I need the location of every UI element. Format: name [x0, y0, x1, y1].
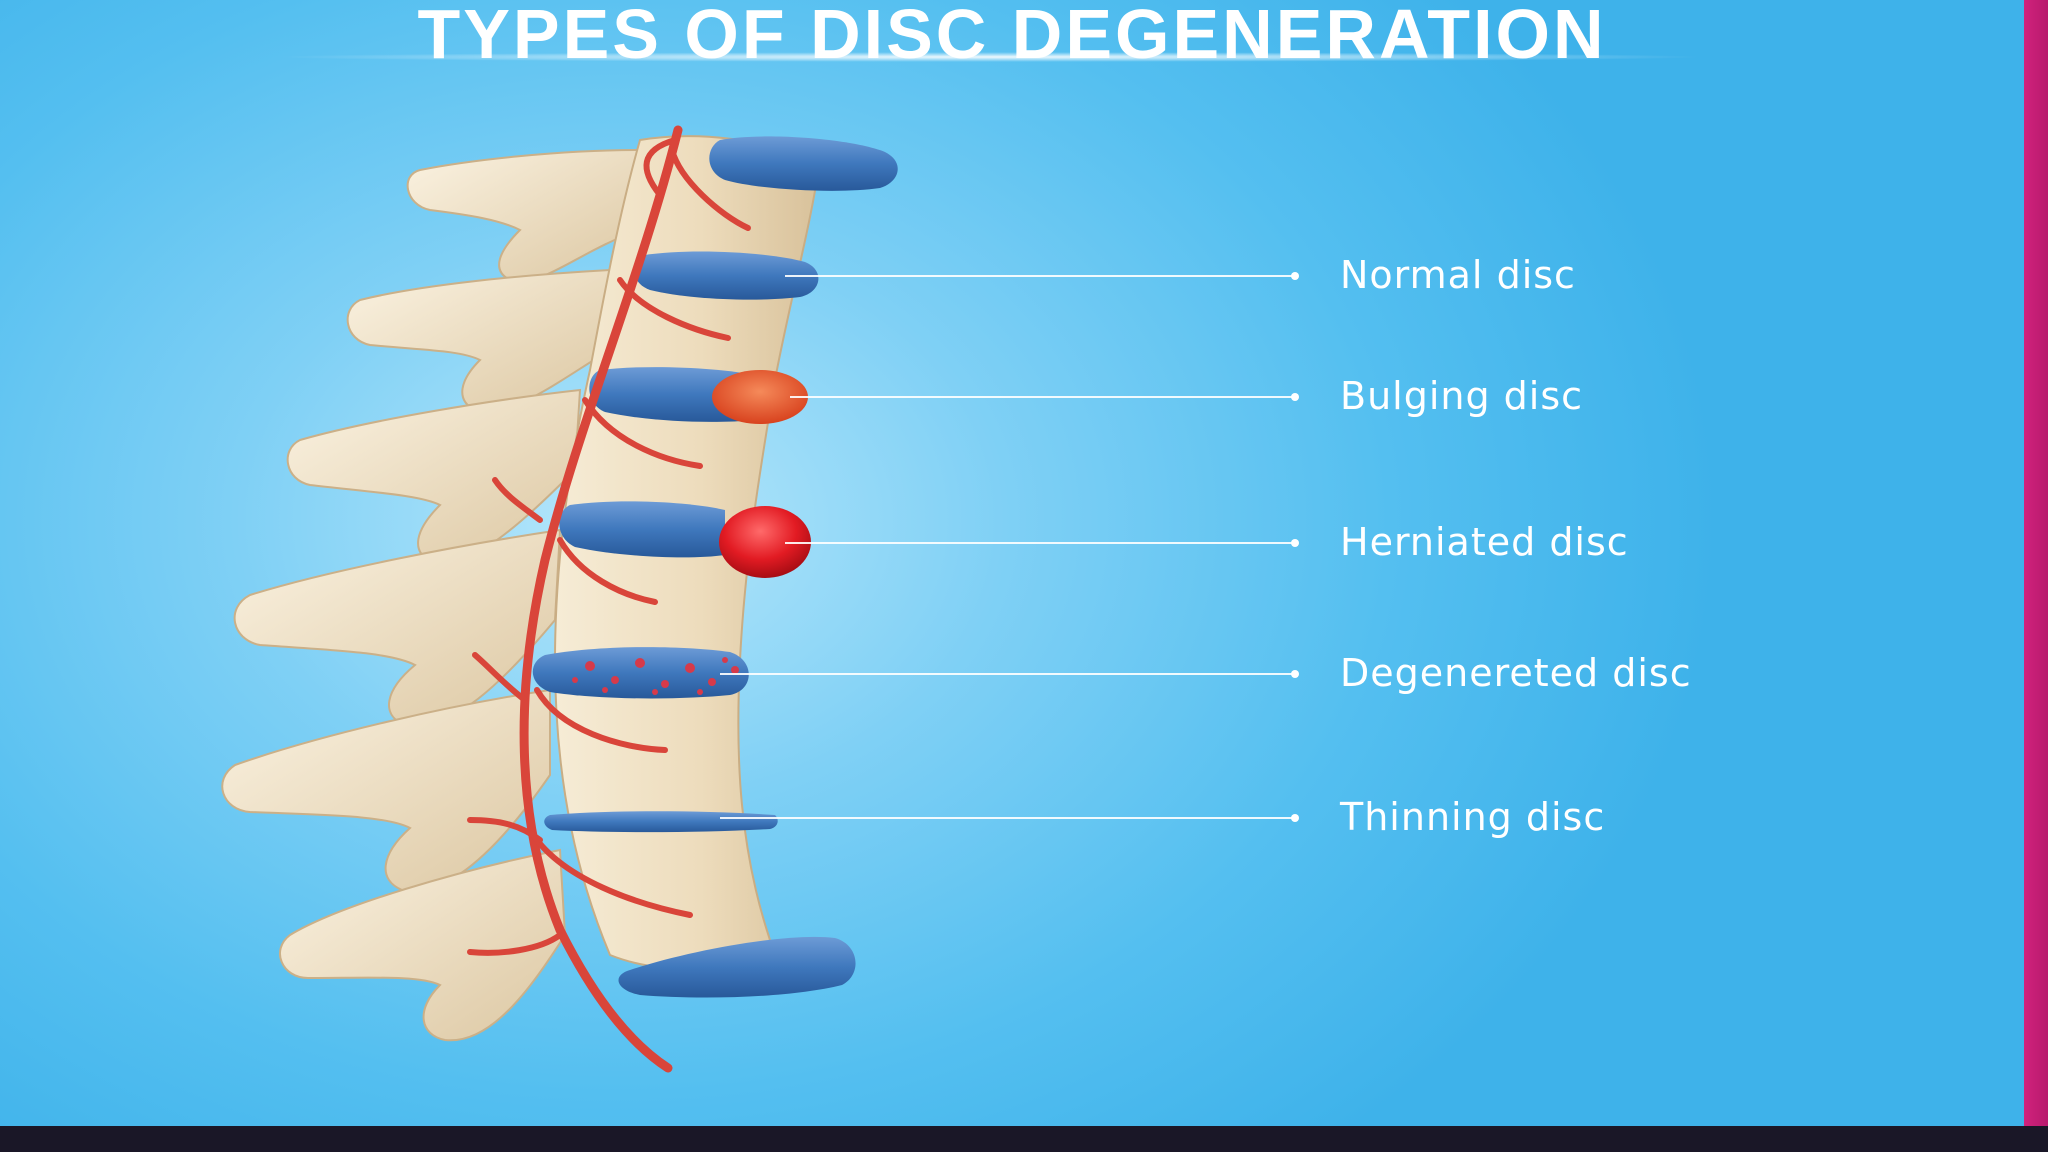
- label-normal-disc: Normal disc: [1340, 253, 1576, 297]
- leader-dot-herniated: [1291, 539, 1299, 547]
- normal-disc: [634, 251, 819, 300]
- label-herniated-disc: Herniated disc: [1340, 520, 1629, 564]
- leader-line-normal: [785, 275, 1295, 277]
- bulging-disc: [589, 367, 808, 424]
- top-disc: [709, 136, 898, 191]
- title-underline-glow: [270, 52, 1710, 62]
- leader-line-bulging: [790, 396, 1295, 398]
- leader-dot-normal: [1291, 272, 1299, 280]
- vertebra-processes: [221, 148, 641, 1042]
- label-thinning-disc: Thinning disc: [1340, 795, 1606, 839]
- leader-line-degenerated: [720, 673, 1295, 675]
- leader-line-herniated: [785, 542, 1295, 544]
- leader-dot-bulging: [1291, 393, 1299, 401]
- spinal-artery: [467, 125, 751, 1073]
- label-degenerated-disc: Degenereted disc: [1340, 651, 1692, 695]
- bottom-bar: [0, 1126, 2048, 1152]
- degenerated-disc: [532, 647, 749, 699]
- thinning-disc: [544, 811, 778, 833]
- side-accent-bar: [2024, 0, 2048, 1126]
- label-bulging-disc: Bulging disc: [1340, 374, 1584, 418]
- herniated-disc: [559, 501, 811, 578]
- leader-dot-thinning: [1291, 814, 1299, 822]
- spine-illustration: [221, 125, 898, 1073]
- leader-dot-degenerated: [1291, 670, 1299, 678]
- bottom-disc: [618, 936, 856, 998]
- leader-line-thinning: [720, 817, 1295, 819]
